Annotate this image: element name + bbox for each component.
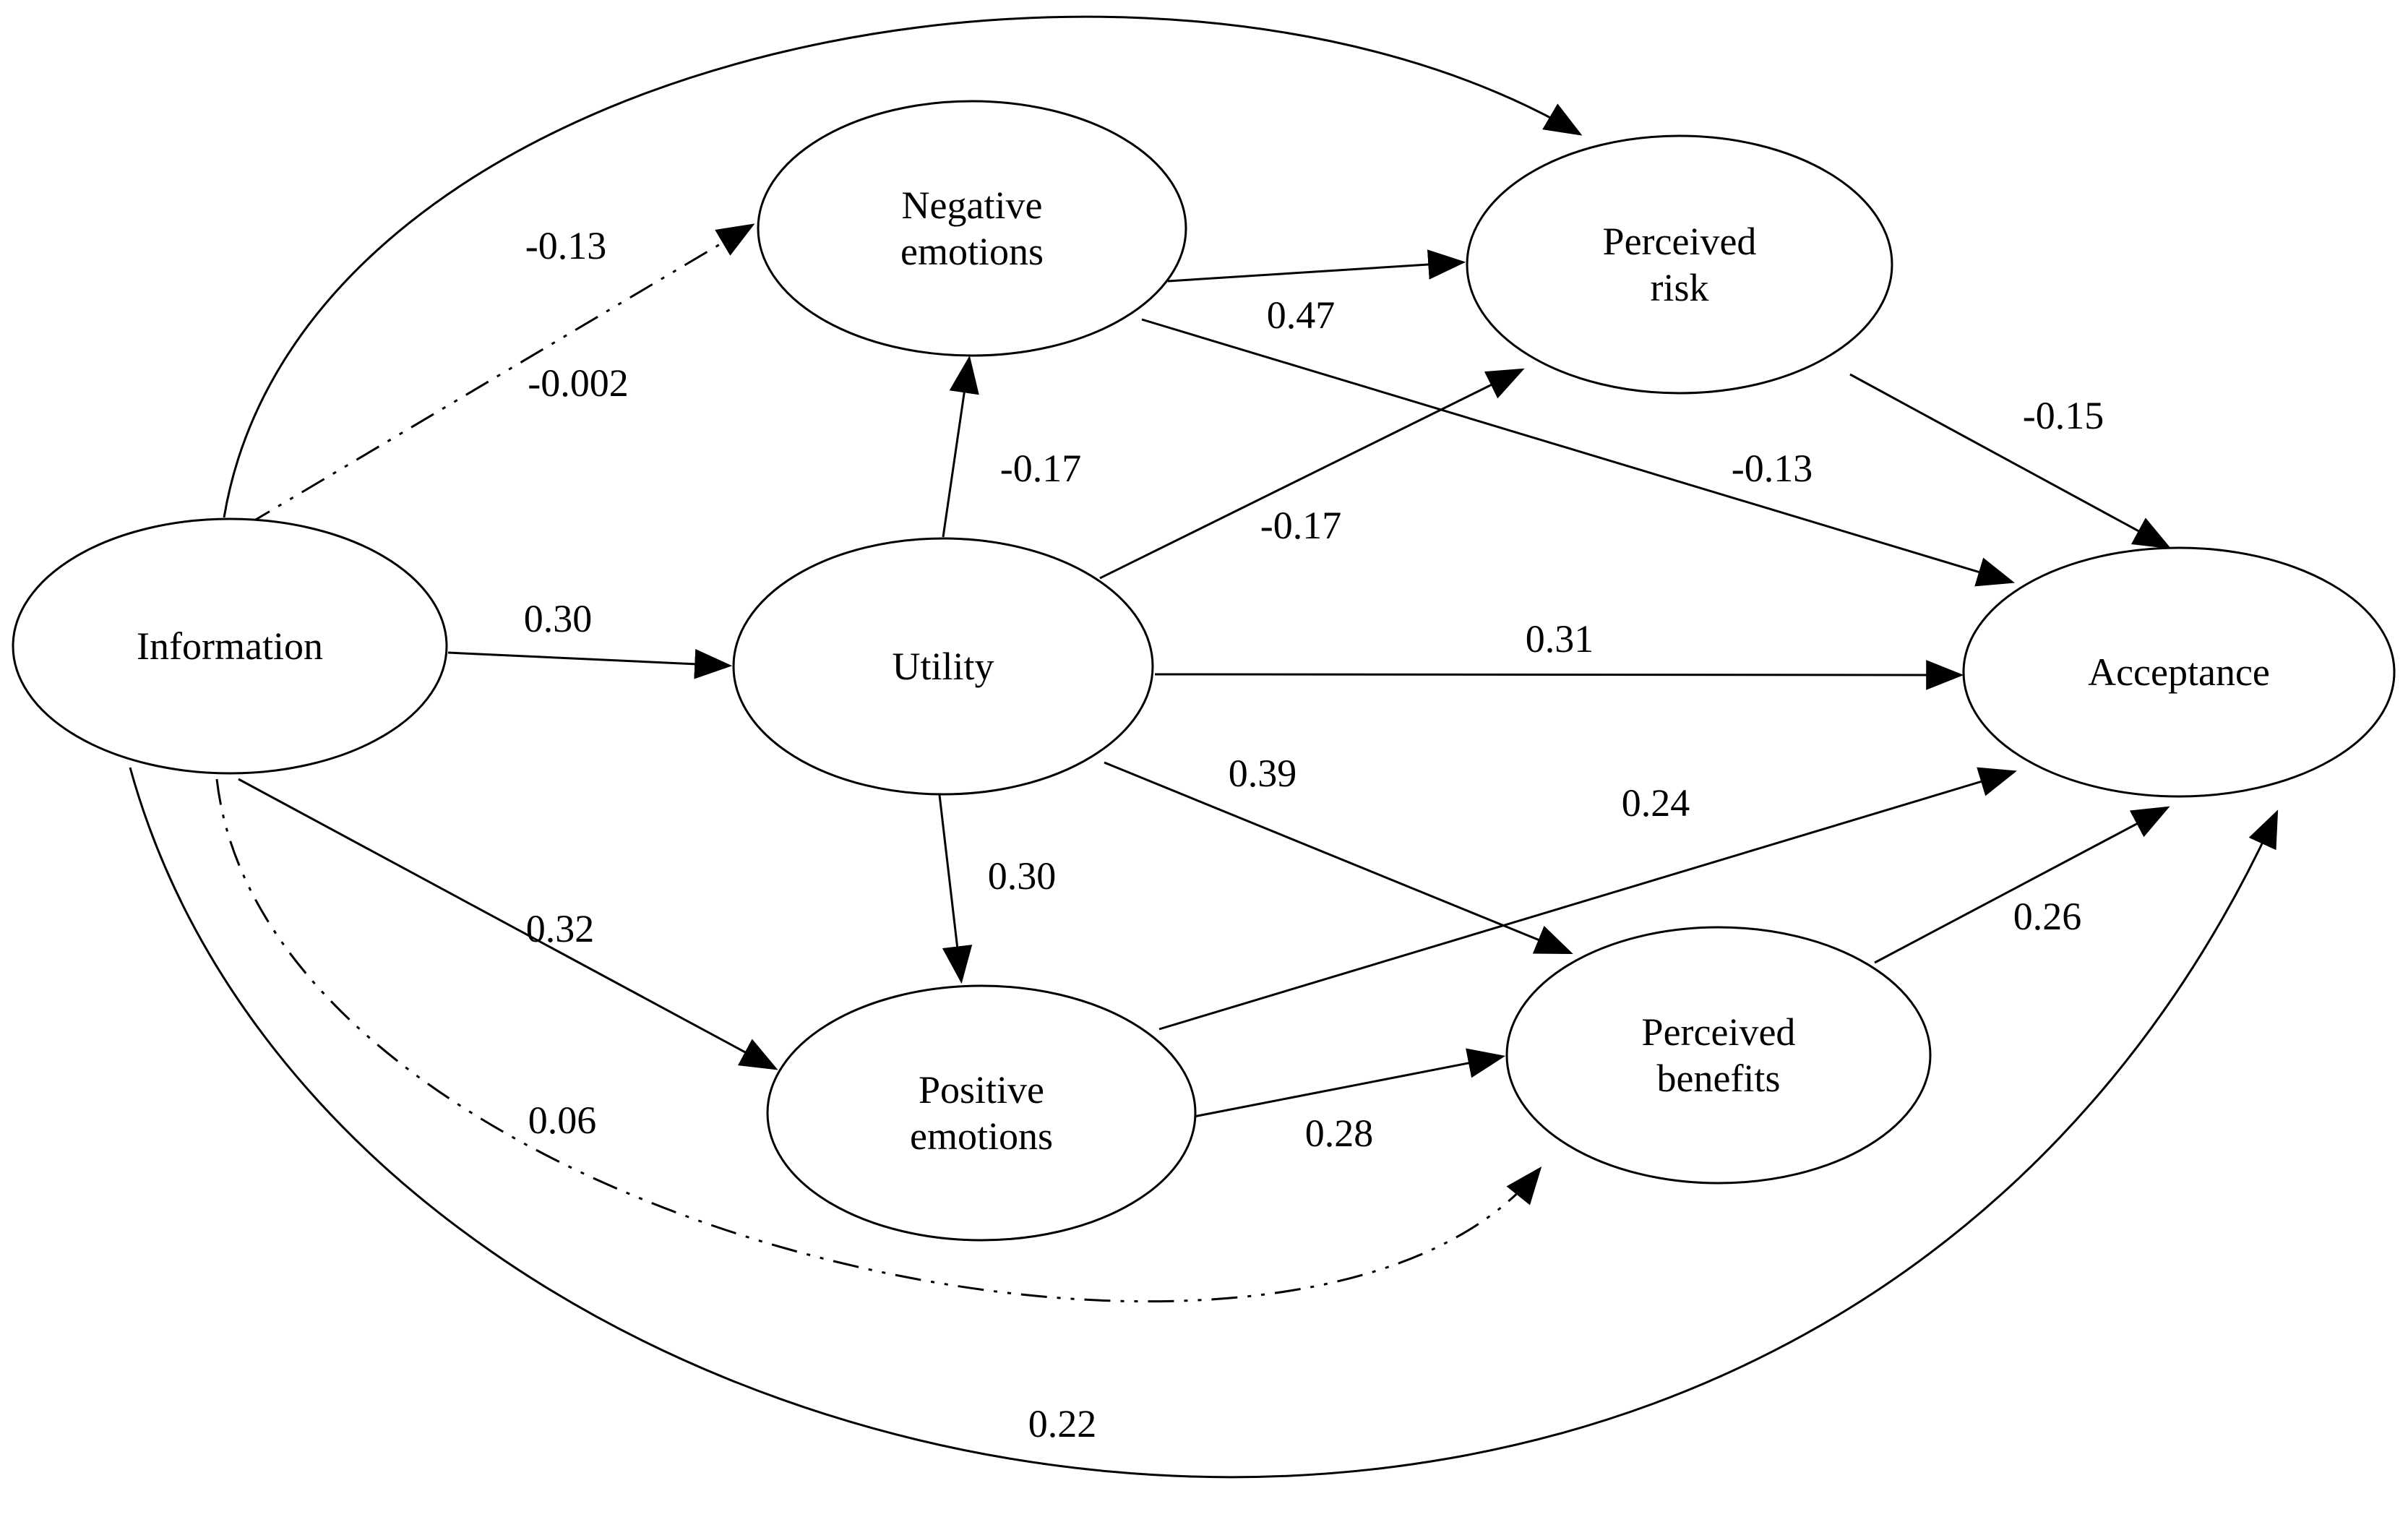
edge-value-information-to-positive-emotions: 0.32: [526, 907, 595, 950]
edge-value-utility-to-negative-emotions: -0.17: [1000, 447, 1081, 490]
edge-positive-emotions-to-acceptance: 0.24: [1158, 767, 2017, 1031]
edge-line-information-to-positive-emotions: [238, 778, 778, 1070]
node-label-line: Positive: [919, 1068, 1044, 1112]
edge-value-utility-to-acceptance: 0.31: [1526, 617, 1594, 661]
edge-line-positive-emotions-to-acceptance: [1158, 767, 2017, 1031]
edge-utility-to-negative-emotions: -0.17: [942, 355, 1081, 538]
node-label-line: benefits: [1657, 1057, 1781, 1100]
node-ellipse-perceived-risk: [1466, 134, 1893, 395]
node-ellipse-information: [12, 517, 448, 775]
node-label-line: emotions: [910, 1114, 1053, 1158]
edge-information-to-positive-emotions: 0.32: [238, 778, 778, 1070]
node-label-line: Perceived: [1642, 1010, 1796, 1054]
node-label-line: Negative: [902, 184, 1043, 227]
edge-information-to-acceptance: 0.22: [129, 767, 2279, 1479]
edge-line-information-to-perceived-benefits: [215, 778, 1542, 1303]
edge-value-negative-emotions-to-perceived-risk: 0.47: [1267, 293, 1336, 337]
edge-value-information-to-perceived-risk: -0.13: [525, 224, 606, 267]
edge-value-utility-to-perceived-benefits: 0.39: [1229, 752, 1297, 795]
edge-utility-to-acceptance: 0.31: [1154, 617, 1964, 690]
edge-value-negative-emotions-to-acceptance: -0.13: [1732, 447, 1813, 490]
node-label-line: Acceptance: [2088, 650, 2270, 694]
edge-value-utility-to-perceived-risk: -0.17: [1260, 504, 1341, 547]
edge-negative-emotions-to-acceptance: -0.13: [1141, 318, 2015, 587]
edge-utility-to-perceived-risk: -0.17: [1099, 368, 1525, 580]
edge-line-information-to-acceptance: [129, 767, 2279, 1479]
edge-perceived-risk-to-acceptance: -0.15: [1849, 373, 2172, 549]
edge-line-utility-to-negative-emotions: [942, 355, 979, 538]
edge-information-to-perceived-risk: -0.13: [223, 15, 1583, 518]
edge-positive-emotions-to-perceived-benefits: 0.28: [1193, 1048, 1506, 1155]
edge-value-positive-emotions-to-acceptance: 0.24: [1622, 781, 1690, 825]
edge-line-utility-to-acceptance: [1154, 660, 1964, 690]
edge-line-negative-emotions-to-acceptance: [1141, 318, 2015, 587]
node-ellipse-acceptance: [1962, 546, 2396, 798]
edge-line-information-to-perceived-risk: [223, 15, 1583, 518]
node-ellipse-positive-emotions: [766, 984, 1197, 1242]
edge-line-information-to-negative-emotions: [246, 223, 755, 526]
edge-information-to-perceived-benefits: 0.06: [215, 778, 1542, 1303]
edge-value-information-to-acceptance: 0.22: [1028, 1402, 1097, 1445]
edge-line-negative-emotions-to-perceived-risk: [1167, 249, 1466, 283]
edge-value-information-to-perceived-benefits: 0.06: [528, 1099, 597, 1142]
node-label-line: Utility: [892, 645, 994, 688]
edge-line-positive-emotions-to-perceived-benefits: [1193, 1048, 1506, 1118]
node-label-line: Perceived: [1603, 220, 1757, 263]
node-ellipse-perceived-benefits: [1505, 926, 1932, 1185]
node-label-line: risk: [1651, 266, 1709, 309]
edge-value-utility-to-positive-emotions: 0.30: [988, 854, 1057, 898]
edge-line-utility-to-positive-emotions: [938, 794, 973, 984]
edge-line-perceived-benefits-to-acceptance: [1874, 806, 2170, 964]
edge-information-to-negative-emotions: -0.002: [246, 223, 755, 526]
edge-value-perceived-risk-to-acceptance: -0.15: [2023, 394, 2104, 437]
node-information: Information: [12, 517, 448, 775]
node-ellipse-negative-emotions: [757, 100, 1187, 357]
edge-utility-to-positive-emotions: 0.30: [938, 794, 1057, 984]
edge-line-utility-to-perceived-risk: [1099, 368, 1525, 580]
node-acceptance: Acceptance: [1962, 546, 2396, 798]
node-label-utility: Utility: [892, 645, 994, 688]
edge-line-utility-to-perceived-benefits: [1104, 761, 1573, 954]
edge-utility-to-perceived-benefits: 0.39: [1104, 752, 1573, 954]
edge-line-perceived-risk-to-acceptance: [1849, 373, 2172, 549]
edge-value-perceived-benefits-to-acceptance: 0.26: [2013, 895, 2082, 938]
node-label-information: Information: [137, 624, 323, 668]
edge-information-to-utility: 0.30: [447, 597, 733, 679]
node-utility: Utility: [732, 537, 1154, 796]
edge-line-information-to-utility: [447, 649, 733, 679]
edge-value-positive-emotions-to-perceived-benefits: 0.28: [1305, 1112, 1374, 1155]
node-label-line: emotions: [900, 230, 1044, 273]
node-label-line: Information: [137, 624, 323, 668]
edges-layer: -0.13 -0.002 0.30 0.32 0.06 0.22 -0.17 -0.17 0.3…: [129, 15, 2279, 1479]
node-ellipse-utility: [732, 537, 1154, 796]
edge-negative-emotions-to-perceived-risk: 0.47: [1167, 249, 1466, 337]
edge-value-information-to-negative-emotions: -0.002: [528, 361, 628, 405]
node-label-acceptance: Acceptance: [2088, 650, 2270, 694]
edge-value-information-to-utility: 0.30: [524, 597, 593, 640]
edge-perceived-benefits-to-acceptance: 0.26: [1874, 806, 2170, 964]
